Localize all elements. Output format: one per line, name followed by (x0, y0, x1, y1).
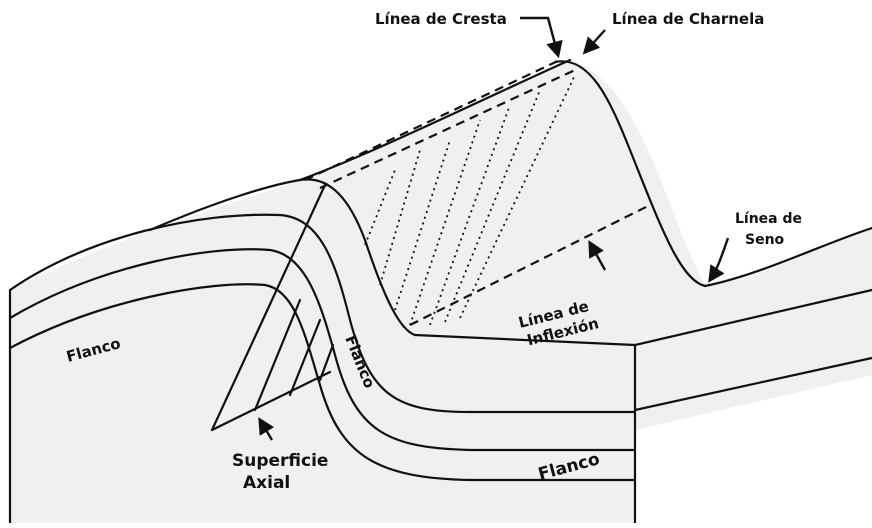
axial-plane-left (210, 183, 327, 432)
crest-line (304, 59, 561, 181)
dotted-line-4 (409, 119, 481, 326)
hinge-top (553, 60, 707, 288)
trough-edge (703, 226, 872, 288)
hinge-line-label: Línea de Charnela (612, 10, 764, 28)
axial-arrow (258, 417, 275, 441)
trough-line-label-2: Seno (745, 232, 785, 248)
fold-nose-upper (298, 178, 417, 337)
axial-surface-label-2: Axial (243, 473, 290, 493)
right-panel-bottom (633, 356, 872, 412)
fold-block-fill (10, 60, 872, 523)
axial-plane-bottom (210, 370, 332, 432)
hinge-arrow (582, 29, 606, 55)
crest-line-label: Línea de Cresta (375, 10, 507, 28)
axial-hatch-2 (288, 318, 322, 397)
front-top-edge (8, 213, 637, 414)
stratum-2 (8, 283, 637, 482)
trough-line-label-1: Línea de (735, 211, 802, 227)
dotted-line-1 (364, 169, 396, 246)
right-panel-top (633, 288, 872, 347)
crest-arrow (520, 16, 563, 59)
axial-hatch-1 (253, 298, 302, 412)
axial-surface-label-1: Superficie (232, 451, 328, 471)
inflection-face-edge (413, 333, 637, 347)
stratum-1 (8, 248, 637, 452)
inflection-arrow (588, 240, 607, 271)
trough-arrow (708, 237, 730, 283)
axial-hatch-3 (318, 343, 335, 382)
hinge-line (319, 69, 576, 189)
